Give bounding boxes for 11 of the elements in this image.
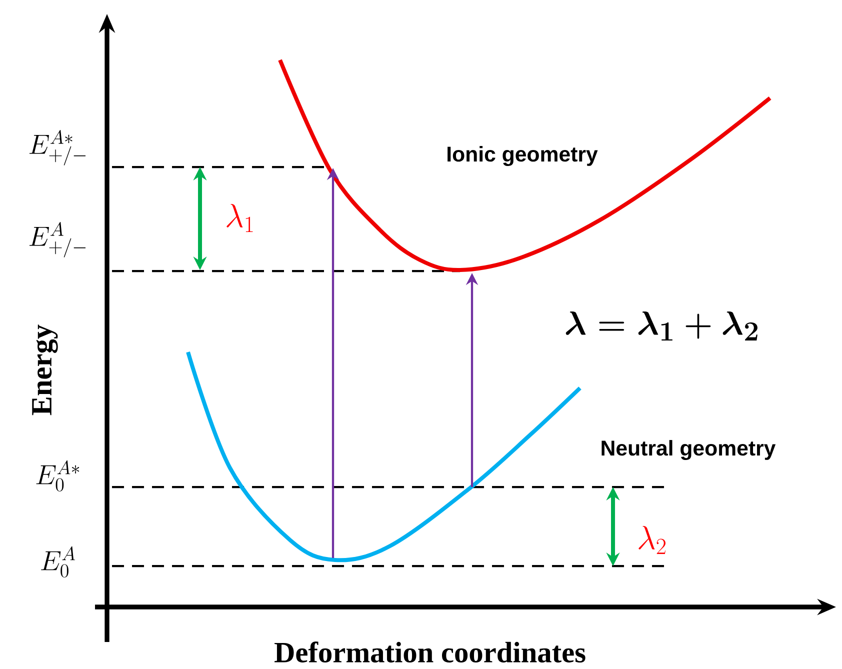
- energy-label: $E_0^{A}$: [41, 546, 75, 578]
- energy-label: $E_{+/-}^{A*}$: [29, 130, 86, 166]
- lambda-label: $\lambda_2$: [638, 526, 666, 554]
- axis-title: Deformation coordinates: [274, 642, 586, 662]
- curve-label: Ionic geometry: [448, 146, 598, 166]
- curve-label: Neutral geometry: [602, 440, 776, 460]
- formula: $\lambda = \lambda_1 + \lambda_2$: [566, 312, 758, 341]
- energy-label: $E_{+/-}^{A}$: [29, 222, 86, 258]
- lambda-label: $\lambda_1$: [226, 204, 253, 232]
- axis-title: Energy: [32, 324, 58, 416]
- energy-label: $E_0^{A*}$: [36, 460, 80, 492]
